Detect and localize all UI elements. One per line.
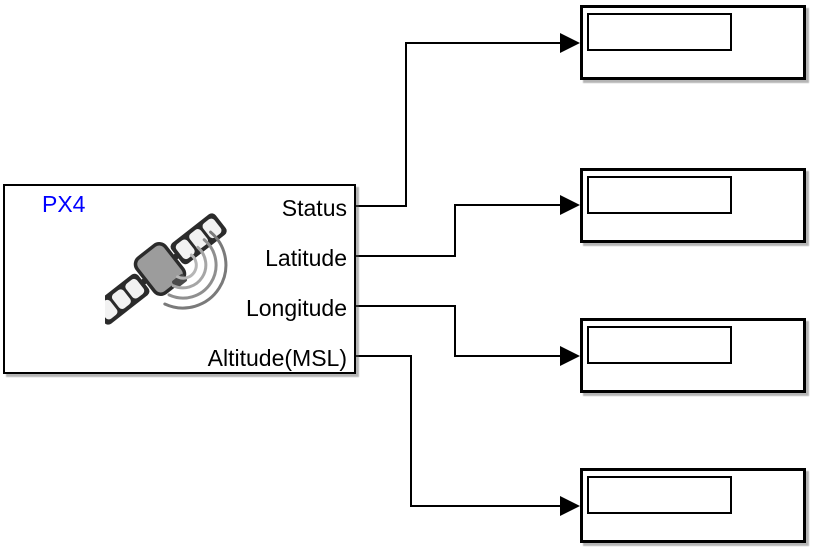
satellite-icon — [105, 213, 228, 325]
arrowhead-status-icon — [560, 33, 580, 53]
arrowhead-latitude-icon — [560, 195, 580, 215]
display-block-latitude[interactable] — [580, 168, 806, 243]
display-block-status[interactable] — [580, 5, 806, 80]
port-label-latitude: Latitude — [265, 245, 347, 271]
display-value-latitude — [587, 176, 732, 214]
display-value-status — [587, 13, 732, 51]
port-label-altitude-msl: Altitude(MSL) — [207, 345, 347, 371]
wire-latitude[interactable] — [356, 204, 560, 257]
arrowhead-longitude-icon — [560, 346, 580, 366]
wire-altitude[interactable] — [356, 355, 560, 507]
wire-status[interactable] — [356, 42, 560, 207]
display-value-altitude-msl — [587, 476, 732, 514]
px4-block-title: PX4 — [42, 191, 86, 217]
display-block-altitude-msl[interactable] — [580, 468, 806, 543]
wire-longitude[interactable] — [356, 305, 560, 357]
display-block-longitude[interactable] — [580, 318, 806, 393]
arrowhead-altitude-icon — [560, 496, 580, 516]
display-value-longitude — [587, 326, 732, 364]
px4-gps-block[interactable]: PX4 — [3, 184, 356, 374]
port-label-longitude: Longitude — [245, 295, 347, 321]
port-label-status: Status — [281, 195, 347, 221]
